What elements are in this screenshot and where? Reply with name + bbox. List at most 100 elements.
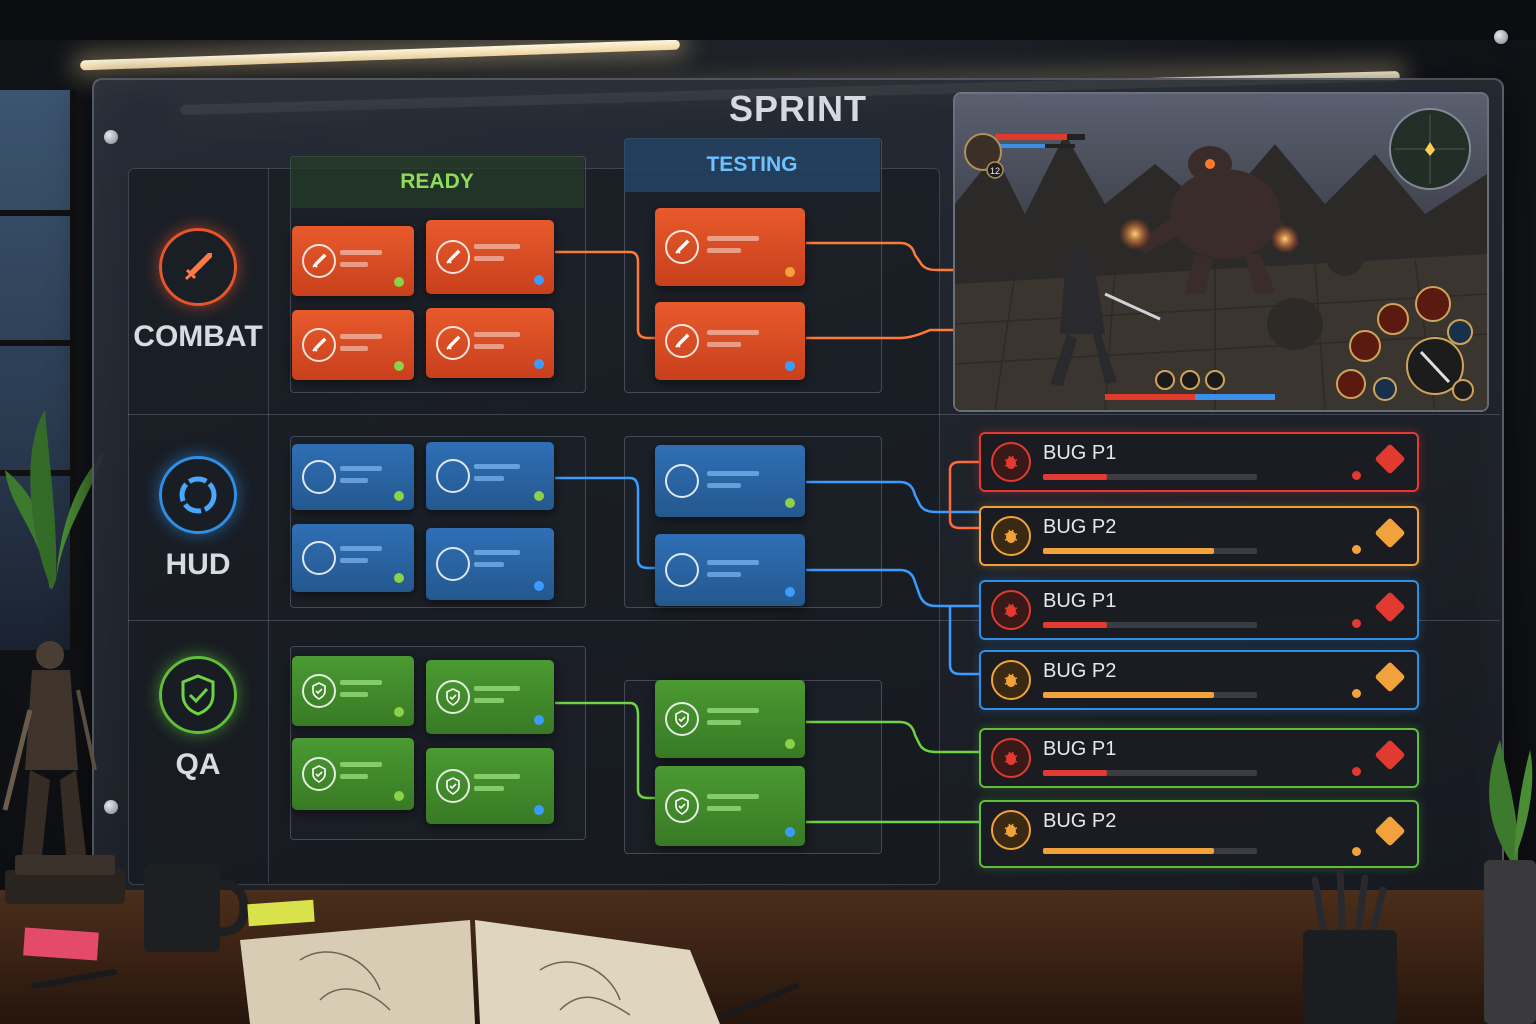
- knight-figurine-icon: [2, 641, 125, 904]
- task-card[interactable]: [292, 444, 414, 510]
- lane-hud[interactable]: HUD: [128, 456, 268, 582]
- status-dot: [785, 827, 795, 837]
- screw: [104, 800, 118, 814]
- status-dot: [534, 715, 544, 725]
- priority-diamond-icon: [1374, 739, 1406, 771]
- game-preview[interactable]: 12: [953, 92, 1489, 412]
- task-card[interactable]: [426, 308, 554, 378]
- ring-icon: [302, 460, 336, 494]
- status-dot: [785, 361, 795, 371]
- bug-label: BUG P1: [1043, 590, 1117, 612]
- priority-diamond-icon: [1374, 517, 1406, 549]
- status-dot: [394, 277, 404, 287]
- task-card[interactable]: [292, 226, 414, 296]
- status-dot: [785, 739, 795, 749]
- bug-card[interactable]: BUG P1: [979, 728, 1419, 788]
- task-card[interactable]: [292, 524, 414, 592]
- bug-progress: [1043, 692, 1257, 698]
- bug-icon: [991, 738, 1031, 778]
- lane-divider: [128, 620, 1500, 621]
- task-card[interactable]: [655, 302, 805, 380]
- board-title: SPRINT: [728, 88, 867, 129]
- bug-progress: [1043, 848, 1257, 854]
- task-card[interactable]: [655, 766, 805, 846]
- screw: [104, 130, 118, 144]
- status-dot: [394, 361, 404, 371]
- plant-icon: [1484, 740, 1536, 1024]
- column-header-ready[interactable]: READY: [290, 156, 584, 208]
- task-card[interactable]: [655, 680, 805, 758]
- task-card[interactable]: [426, 528, 554, 600]
- ring-icon: [665, 553, 699, 587]
- shield-check-icon: [302, 674, 336, 708]
- bug-progress: [1043, 474, 1257, 480]
- status-dot: [534, 805, 544, 815]
- task-card[interactable]: [655, 208, 805, 286]
- status-dot: [534, 491, 544, 501]
- sticky-note: [23, 927, 99, 961]
- bug-icon: [991, 810, 1031, 850]
- task-card[interactable]: [292, 738, 414, 810]
- status-dot: [1352, 689, 1361, 698]
- shield-check-icon: [302, 757, 336, 791]
- sword-icon: [302, 328, 336, 362]
- bug-icon: [991, 516, 1031, 556]
- ring-icon: [302, 541, 336, 575]
- bug-card[interactable]: BUG P2: [979, 506, 1419, 566]
- priority-diamond-icon: [1374, 661, 1406, 693]
- status-dot: [394, 491, 404, 501]
- bug-label: BUG P1: [1043, 738, 1117, 760]
- lane-qa[interactable]: QA: [128, 656, 268, 782]
- pen-icon: [721, 983, 799, 1019]
- priority-diamond-icon: [1374, 591, 1406, 623]
- status-dot: [394, 791, 404, 801]
- bug-card[interactable]: BUG P2: [979, 650, 1419, 710]
- bug-icon: [991, 590, 1031, 630]
- status-dot: [1352, 471, 1361, 480]
- lane-combat[interactable]: COMBAT: [128, 228, 268, 354]
- bug-label: BUG P2: [1043, 660, 1117, 682]
- ring-icon: [436, 547, 470, 581]
- bug-label: BUG P1: [1043, 442, 1117, 464]
- task-card[interactable]: [292, 310, 414, 380]
- lane-label: HUD: [165, 548, 231, 581]
- priority-diamond-icon: [1374, 443, 1406, 475]
- bug-card[interactable]: BUG P1: [979, 432, 1419, 492]
- bug-progress: [1043, 622, 1257, 628]
- task-card[interactable]: [426, 442, 554, 510]
- lane-label: COMBAT: [133, 320, 263, 353]
- task-card[interactable]: [426, 748, 554, 824]
- bug-progress: [1043, 548, 1257, 554]
- status-dot: [1352, 545, 1361, 554]
- bug-progress: [1043, 770, 1257, 776]
- status-dot: [534, 359, 544, 369]
- sword-icon: [436, 240, 470, 274]
- sword-icon: [302, 244, 336, 278]
- bug-card[interactable]: BUG P2: [979, 800, 1419, 868]
- sword-icon: [665, 230, 699, 264]
- task-card[interactable]: [292, 656, 414, 726]
- target-ring-icon: [159, 456, 237, 534]
- status-dot: [394, 573, 404, 583]
- bug-icon: [991, 660, 1031, 700]
- shield-check-icon: [665, 702, 699, 736]
- bug-icon: [991, 442, 1031, 482]
- shield-check-icon: [436, 680, 470, 714]
- sword-icon: [665, 324, 699, 358]
- task-card[interactable]: [655, 534, 805, 606]
- task-card[interactable]: [426, 660, 554, 734]
- status-dot: [534, 581, 544, 591]
- column-header-testing[interactable]: TESTING: [624, 138, 880, 192]
- status-dot: [785, 587, 795, 597]
- lane-label: QA: [175, 748, 221, 781]
- window: [0, 90, 76, 650]
- pen-holder-icon: [1303, 870, 1397, 1024]
- bug-card[interactable]: BUG P1: [979, 580, 1419, 640]
- status-dot: [1352, 767, 1361, 776]
- priority-diamond-icon: [1374, 815, 1406, 847]
- task-card[interactable]: [655, 445, 805, 517]
- task-card[interactable]: [426, 220, 554, 294]
- hero-knight: [1050, 249, 1117, 386]
- status-dot: [1352, 847, 1361, 856]
